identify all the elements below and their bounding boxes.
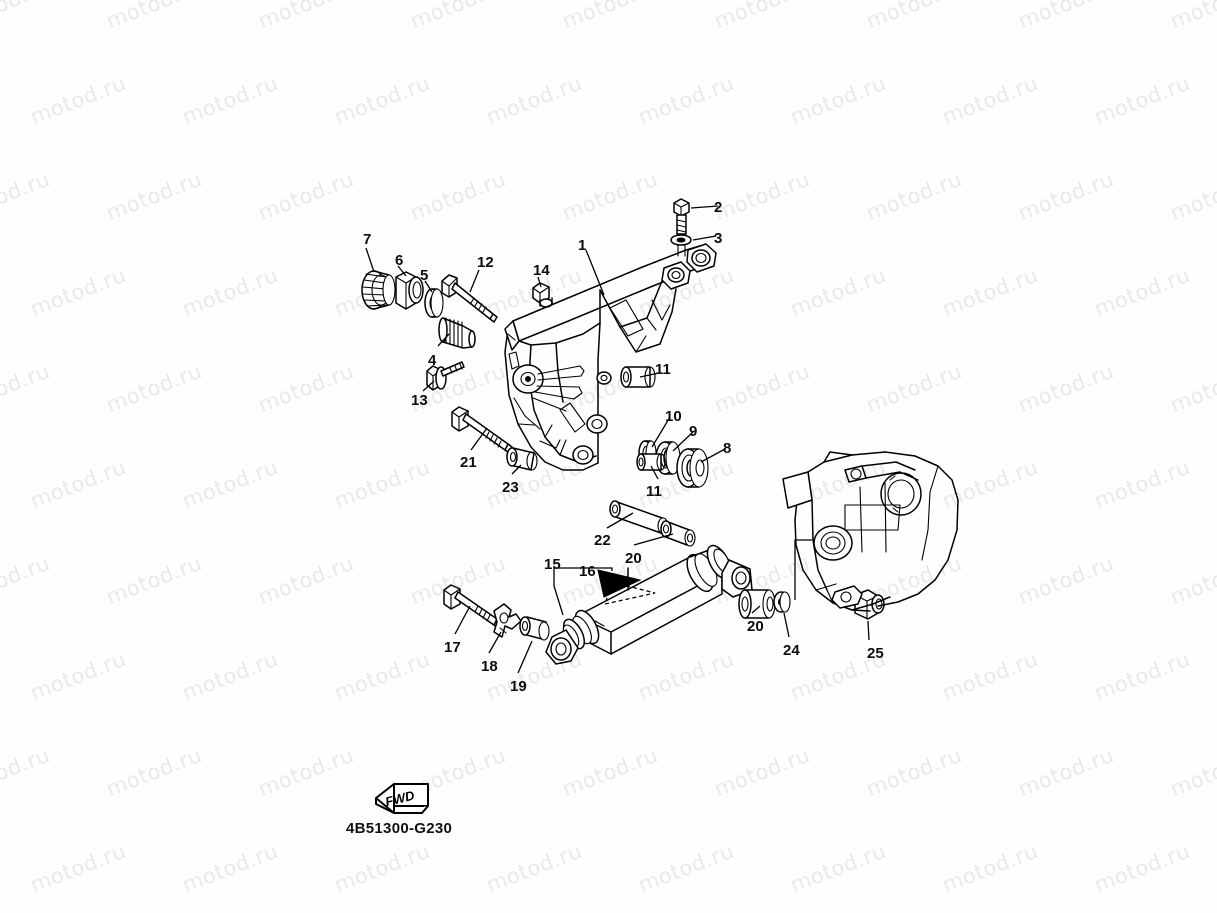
part-5-washer [424, 288, 444, 318]
callout-long-bolt-lower: 21 [460, 454, 477, 471]
part-11-collar-lower [636, 453, 666, 471]
leader-lines [365, 205, 870, 674]
part-20-collar-right [738, 589, 776, 619]
callout-collar-upper: 11 [655, 361, 671, 378]
part-7-roller-bearing [361, 270, 396, 310]
callout-collar-shock-lower: 19 [510, 678, 527, 695]
part-4-pivot-shaft [438, 317, 476, 349]
callout-long-bolt: 12 [477, 254, 494, 271]
part-19-collar [519, 616, 550, 641]
callout-collar-shock-right: 20 [747, 618, 764, 635]
callout-roller-bearing-cage: 7 [363, 231, 372, 248]
part-6-hex-nut [395, 271, 424, 310]
part-23-collar [506, 447, 538, 471]
callout-bolt-flange: 13 [411, 392, 428, 409]
part-17-bolt [443, 584, 502, 629]
callout-collar-long: 22 [594, 532, 611, 549]
part-18-lock-washer [493, 603, 522, 638]
callout-pivot-shaft-threaded: 4 [428, 352, 437, 369]
callout-washer-seal: 10 [665, 408, 682, 425]
part-13-flange-bolt [426, 361, 465, 391]
part-1-rear-arm-swingarm [504, 243, 717, 471]
part-8-ball-bearing [676, 448, 709, 488]
fwd-arrow-icon [375, 783, 429, 814]
callout-bolt-small: 14 [533, 262, 550, 279]
callout-bolt-upper: 2 [714, 199, 723, 216]
callout-oil-seal: 9 [689, 423, 698, 440]
callout-nut-bushing: 25 [867, 645, 884, 662]
callout-hex-nut: 6 [395, 252, 404, 269]
callout-shock-absorber-assembly: 15 [544, 556, 561, 573]
callout-collar-bolt: 23 [502, 479, 519, 496]
callout-bolt-lower-mount: 17 [444, 639, 461, 656]
part-15-16-shock-absorber [545, 544, 753, 665]
callout-washer: 5 [420, 267, 429, 284]
callout-collar-shock-upper: 20 [625, 550, 642, 567]
final-drive-gear-case-housing [782, 451, 959, 612]
part-21-long-bolt [451, 406, 513, 454]
part-11-collar-upper [620, 366, 656, 388]
callout-ball-bearing: 8 [723, 440, 732, 457]
diagram-part-number: 4B51300-G230 [346, 820, 453, 837]
part-3-washer [670, 234, 692, 257]
part-20-collar-upper [660, 520, 696, 547]
callout-shock-absorber-damper: 16 [579, 563, 596, 580]
part-2-bolt [673, 198, 690, 235]
callout-washer-small: 24 [783, 642, 800, 659]
callout-collar-lower: 11 [646, 483, 662, 500]
callout-lock-washer-tab: 18 [481, 658, 498, 675]
part-12-long-bolt [441, 274, 498, 323]
part-24-washer [773, 591, 791, 613]
callout-rear-arm-swingarm: 1 [578, 237, 587, 254]
callout-washer-upper: 3 [714, 230, 723, 247]
